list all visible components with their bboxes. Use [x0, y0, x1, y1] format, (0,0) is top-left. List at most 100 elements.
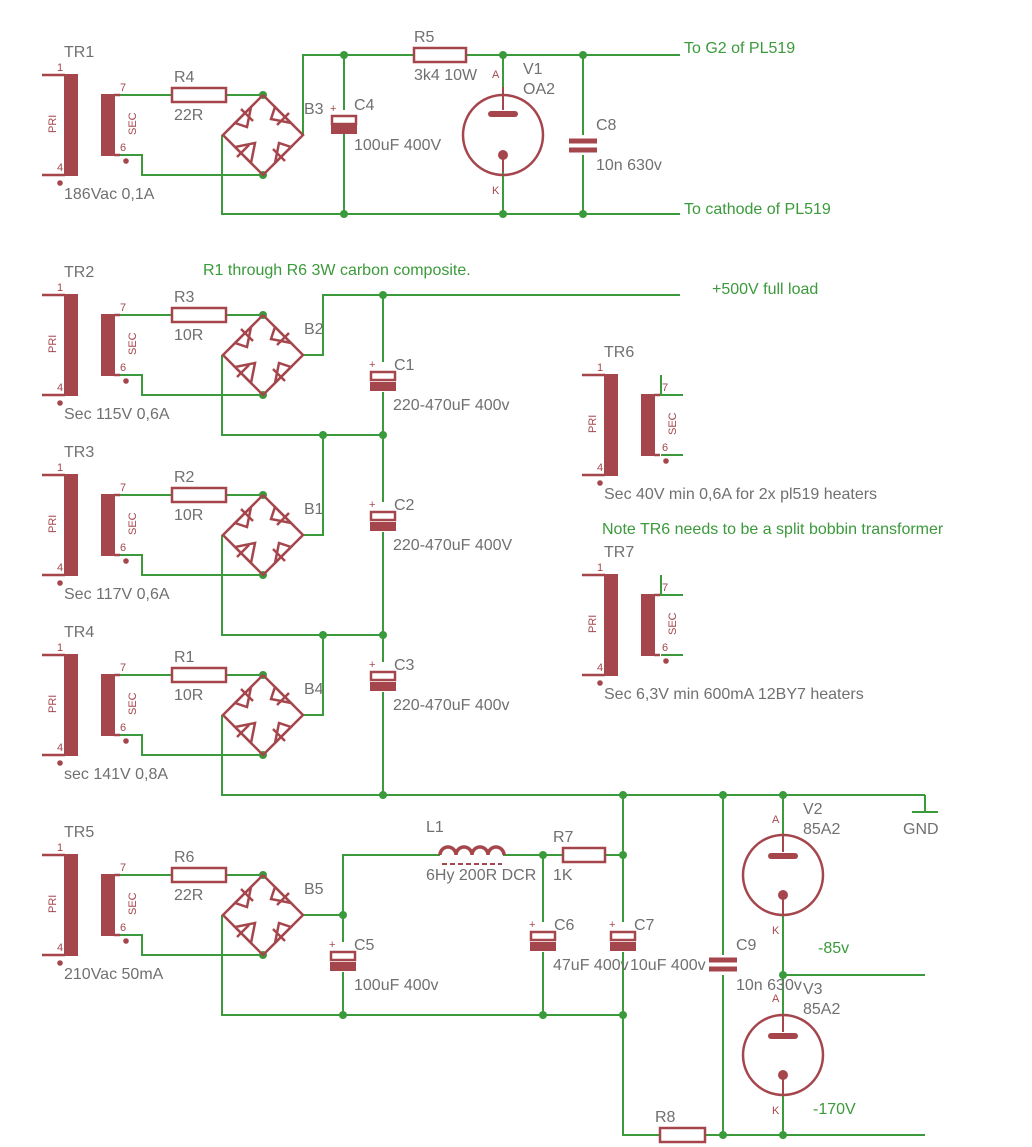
c4-ref: C4 [354, 97, 375, 114]
v1-value: OA2 [523, 81, 555, 98]
tr1-pri-label: PRI [47, 115, 59, 133]
resistor-r3 [170, 306, 228, 324]
tr1-pin1: 1 [57, 62, 63, 74]
bridge-b1 [221, 494, 305, 577]
tr3-ref: TR3 [64, 444, 94, 461]
tr5-note: 210Vac 50mA [64, 966, 164, 983]
tr7-pin6: 6 [662, 642, 668, 654]
tr4-pri-label: PRI [47, 695, 59, 713]
resistors [170, 46, 707, 1144]
r5-ref: R5 [414, 29, 435, 46]
r6-value: 22R [174, 887, 203, 904]
c4-plus: + [330, 103, 336, 115]
net-cathode-pl519: To cathode of PL519 [684, 201, 831, 218]
net-gnd: GND [903, 821, 939, 838]
r1-ref: R1 [174, 649, 195, 666]
capacitor-c3 [369, 670, 397, 691]
tr6-pin7: 7 [662, 382, 668, 394]
note-tr6: Note TR6 needs to be a split bobbin tran… [602, 521, 944, 538]
tr4-pin4: 4 [57, 742, 63, 754]
v2-anode: A [772, 814, 780, 826]
c2-value: 220-470uF 400V [393, 537, 513, 554]
r7-ref: R7 [553, 829, 574, 846]
bridge-b5 [221, 874, 305, 957]
tr7-ref: TR7 [604, 544, 634, 561]
c5-ref: C5 [354, 937, 375, 954]
tr7-note: Sec 6,3V min 600mA 12BY7 heaters [604, 686, 864, 703]
c7-value: 10uF 400v [630, 957, 706, 974]
c6-ref: C6 [554, 917, 575, 934]
resistor-r5 [412, 46, 468, 64]
net-minus-170v: -170V [813, 1101, 856, 1118]
tr5-pri-label: PRI [47, 895, 59, 913]
tr6-pri-label: PRI [587, 415, 599, 433]
tr2-pri-label: PRI [47, 335, 59, 353]
r6-ref: R6 [174, 849, 195, 866]
c7-ref: C7 [634, 917, 655, 934]
net-g2-pl519: To G2 of PL519 [684, 40, 795, 57]
c5-plus: + [329, 939, 335, 951]
r4-ref: R4 [174, 69, 195, 86]
resistor-r4 [170, 86, 228, 104]
tr4-pin6: 6 [120, 722, 126, 734]
v3-value: 85A2 [803, 1001, 840, 1018]
tr5-sec-label: SEC [127, 892, 139, 915]
tr2-pin4: 4 [57, 382, 63, 394]
r1-value: 10R [174, 687, 203, 704]
tr4-note: sec 141V 0,8A [64, 766, 168, 783]
capacitor-c6 [529, 930, 557, 951]
c3-value: 220-470uF 400v [393, 697, 510, 714]
tr7-pin7: 7 [662, 582, 668, 594]
tr5-pin1: 1 [57, 842, 63, 854]
tr5-pin4: 4 [57, 942, 63, 954]
bridge-b2 [221, 314, 305, 397]
tr3-pin1: 1 [57, 462, 63, 474]
tr7-pin1: 1 [597, 562, 603, 574]
tr1-pin7: 7 [120, 82, 126, 94]
capacitor-c7 [609, 930, 637, 951]
v2-cathode: K [772, 925, 780, 937]
capacitor-c2 [369, 510, 397, 531]
v1-anode: A [492, 69, 500, 81]
tr4-pin7: 7 [120, 662, 126, 674]
tr1-pin4: 4 [57, 162, 63, 174]
tr7-pri-label: PRI [587, 615, 599, 633]
r2-value: 10R [174, 507, 203, 524]
resistor-r7 [561, 846, 607, 864]
c9-value: 10n 630v [736, 977, 802, 994]
c2-plus: + [369, 499, 375, 511]
tr6-ref: TR6 [604, 344, 634, 361]
tr1-pin6: 6 [120, 142, 126, 154]
tube-v2 [741, 833, 825, 917]
b3-ref: B3 [304, 101, 324, 118]
resistor-r2 [170, 486, 228, 504]
capacitor-c8 [569, 138, 597, 153]
transformer-tr7: 1 4 7 6 PRI SEC [582, 562, 679, 686]
l1-value: 6Hy 200R DCR [426, 867, 536, 884]
tr4-ref: TR4 [64, 624, 94, 641]
tr2-ref: TR2 [64, 264, 94, 281]
c5-value: 100uF 400v [354, 977, 439, 994]
tr2-sec-label: SEC [127, 332, 139, 355]
tr4-pin1: 1 [57, 642, 63, 654]
tr1-ref: TR1 [64, 44, 94, 61]
transformer-tr2: 1 4 7 6 PRI SEC [42, 282, 139, 406]
b1-ref: B1 [304, 501, 324, 518]
tube-v1 [461, 87, 545, 177]
c8-value: 10n 630v [596, 157, 662, 174]
v1-cathode: K [492, 185, 500, 197]
c7-plus: + [609, 919, 615, 931]
transformer-tr5: 1 4 7 6 PRI SEC [42, 842, 139, 966]
v2-ref: V2 [803, 801, 823, 818]
v3-anode: A [772, 993, 780, 1005]
resistor-r1 [170, 666, 228, 684]
b5-ref: B5 [304, 881, 324, 898]
transformer-tr4: 1 4 7 6 PRI SEC [42, 642, 139, 766]
c8-ref: C8 [596, 117, 617, 134]
capacitor-c4 [330, 114, 358, 134]
c1-ref: C1 [394, 357, 415, 374]
resistor-r6 [170, 866, 228, 884]
r2-ref: R2 [174, 469, 195, 486]
r3-value: 10R [174, 327, 203, 344]
tr3-note: Sec 117V 0,6A [64, 586, 170, 603]
